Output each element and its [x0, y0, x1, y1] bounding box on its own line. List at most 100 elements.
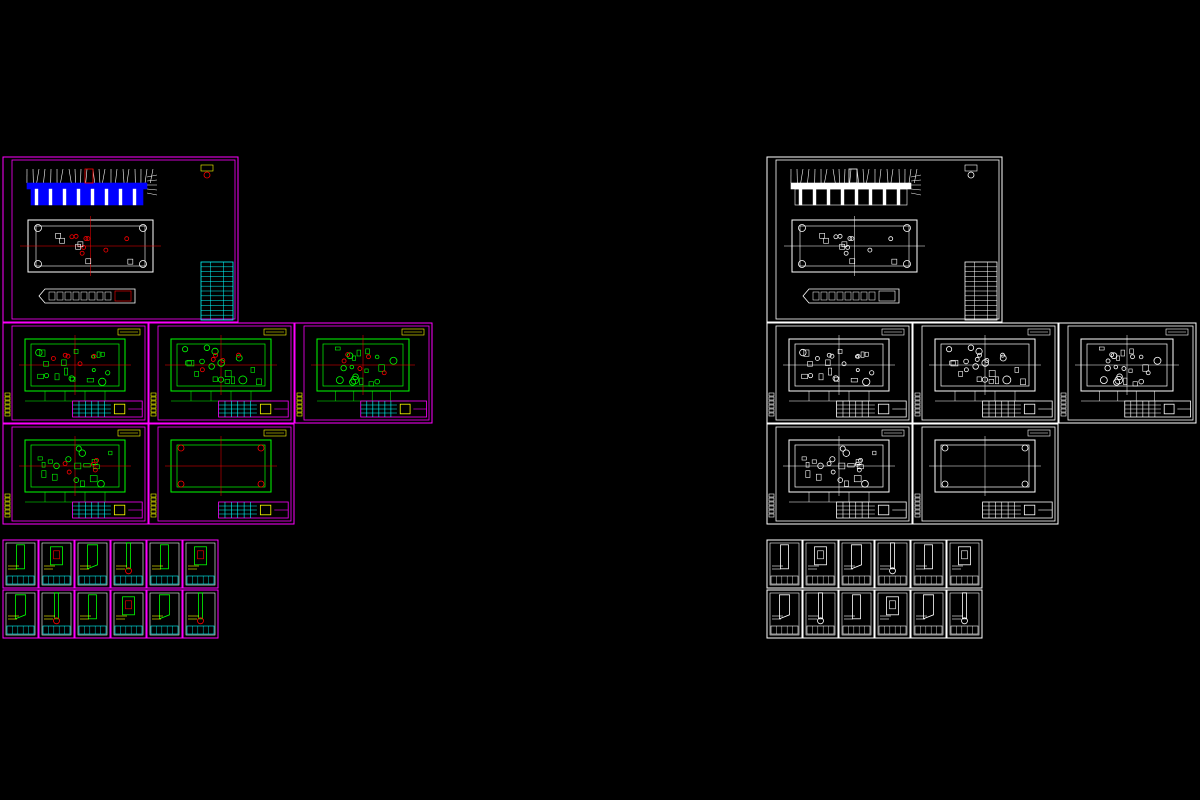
margin-marker [1060, 392, 1067, 397]
leader-line [910, 192, 922, 196]
guide-column [34, 188, 39, 206]
leader-line [146, 188, 158, 191]
part-detail-sheet[interactable] [766, 539, 803, 589]
part-detail-sheet[interactable] [182, 539, 219, 589]
detail-mark [1121, 366, 1127, 371]
hole-mark [43, 372, 50, 379]
part-feature [53, 617, 60, 625]
monochrome-drawing-set[interactable] [766, 156, 1197, 639]
part-detail-sheet[interactable] [182, 589, 219, 639]
part-detail-sheet[interactable] [946, 539, 983, 589]
part-detail-sheet[interactable] [910, 589, 947, 639]
sheet-tag [1027, 429, 1051, 437]
cutout-mark [1116, 355, 1120, 361]
title-block [836, 501, 907, 519]
mini-title-block [842, 625, 871, 635]
hole-mark [1138, 378, 1144, 385]
sheet-inner-border [913, 542, 944, 586]
drawing-sheet[interactable] [766, 423, 913, 525]
cutout-mark [860, 351, 865, 358]
part-detail-sheet[interactable] [74, 539, 111, 589]
drawing-sheet[interactable] [766, 322, 913, 424]
leader-line [146, 192, 158, 196]
part-detail-sheet[interactable] [802, 539, 839, 589]
part-detail-sheet[interactable] [74, 589, 111, 639]
margin-marker [1060, 408, 1067, 413]
part-detail-sheet[interactable] [110, 589, 147, 639]
drawing-sheet[interactable] [2, 423, 149, 525]
mini-title-block [114, 575, 143, 585]
cutout-mark [212, 376, 218, 382]
part-detail-sheet[interactable] [802, 589, 839, 639]
drawing-sheet[interactable] [2, 322, 149, 424]
part-detail-sheet[interactable] [946, 589, 983, 639]
part-detail-sheet[interactable] [874, 539, 911, 589]
cutout-mark [1120, 349, 1125, 357]
hole-mark [888, 236, 894, 242]
title-block-logo [113, 403, 126, 415]
mini-title-block [42, 575, 71, 585]
hole-mark [981, 376, 988, 383]
title-block [72, 400, 143, 418]
hole-mark [83, 236, 89, 241]
sprue-bushing [84, 168, 94, 184]
part-detail-sheet[interactable] [838, 589, 875, 639]
part-detail-sheet[interactable] [146, 589, 183, 639]
sheet-outer-border [38, 539, 75, 589]
margin-marker [150, 509, 157, 514]
drawing-sheet[interactable] [912, 322, 1059, 424]
cutout-mark [39, 349, 46, 357]
sheet-inner-border [775, 159, 1000, 320]
sheet-outer-border [2, 156, 239, 323]
legend-symbol [964, 164, 978, 172]
sheet-inner-border [41, 542, 72, 586]
part-detail-sheet[interactable] [874, 589, 911, 639]
cutout-mark [335, 346, 341, 351]
assembly-sheet[interactable] [2, 156, 239, 323]
sheet-outer-border [110, 589, 147, 639]
cutout-mark [365, 348, 370, 355]
drawing-sheet[interactable] [148, 322, 295, 424]
margin-marker [296, 412, 303, 417]
sheet-inner-border [841, 592, 872, 636]
hole-mark [1113, 364, 1119, 370]
drawing-sheet[interactable] [1058, 322, 1197, 424]
assembly-sheet[interactable] [766, 156, 1003, 323]
part-detail-sheet[interactable] [838, 539, 875, 589]
drawing-sheet[interactable] [148, 423, 295, 525]
hole-mark [103, 247, 109, 253]
part-detail-sheet[interactable] [146, 539, 183, 589]
ejector-pin-line [849, 168, 852, 184]
sheet-outer-border [74, 589, 111, 639]
drawing-sheet[interactable] [294, 322, 433, 424]
part-detail-sheet[interactable] [910, 539, 947, 589]
ejector-pin-line [844, 168, 846, 184]
mini-title-block [878, 625, 907, 635]
margin-marker [914, 513, 921, 518]
margin-marker [768, 505, 775, 510]
drawing-sheet[interactable] [912, 423, 1059, 525]
part-detail-sheet[interactable] [38, 539, 75, 589]
part-profile [818, 592, 823, 620]
cutout-mark [83, 463, 91, 468]
part-detail-sheet[interactable] [2, 539, 39, 589]
guide-pin-hole [34, 260, 42, 268]
part-feature [197, 617, 204, 625]
hole-mark [867, 247, 873, 253]
title-block-logo [399, 403, 411, 415]
hole-mark [1104, 364, 1111, 372]
mini-title-block [950, 625, 979, 635]
sheet-outer-border [874, 539, 911, 589]
sheet-outer-border [110, 539, 147, 589]
hole-mark [97, 480, 105, 488]
color-drawing-set[interactable] [2, 156, 433, 639]
part-cell [80, 291, 88, 301]
detail-mark [51, 356, 56, 361]
hole-mark [829, 456, 836, 463]
cutout-mark [825, 359, 831, 366]
part-detail-sheet[interactable] [38, 589, 75, 639]
part-detail-sheet[interactable] [2, 589, 39, 639]
part-detail-sheet[interactable] [110, 539, 147, 589]
part-detail-sheet[interactable] [766, 589, 803, 639]
